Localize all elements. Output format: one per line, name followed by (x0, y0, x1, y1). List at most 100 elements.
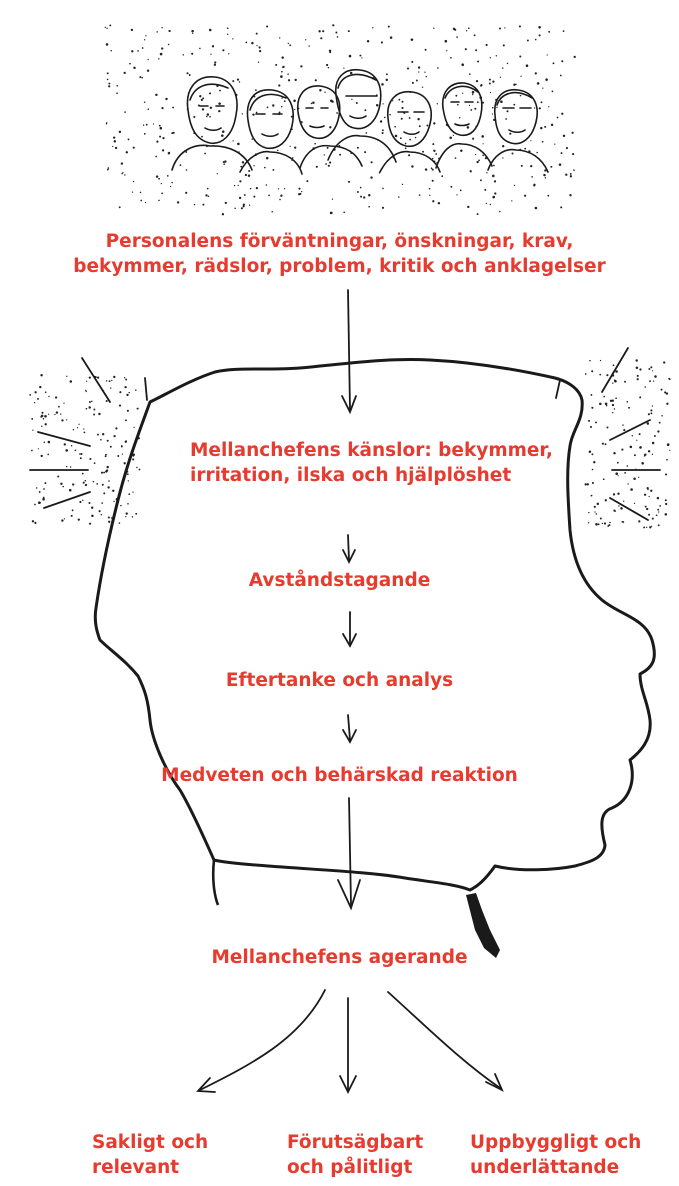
stipple-dot (511, 200, 512, 201)
stipple-dot (212, 45, 214, 47)
input-label-line-1: Personalens förväntningar, önskningar, k… (0, 229, 679, 254)
stipple-dot (282, 66, 284, 68)
stipple-dot (111, 380, 112, 381)
stipple-dot (161, 27, 162, 28)
stipple-dot (72, 509, 74, 511)
stipple-dot (66, 419, 67, 420)
stipple-dot (279, 199, 281, 201)
stipple-dot (125, 379, 127, 381)
stipple-dot (250, 188, 252, 190)
stipple-dot (407, 67, 409, 69)
stipple-dot (361, 57, 362, 58)
stipple-dot (542, 87, 543, 88)
stipple-dot (56, 411, 58, 413)
stipple-dot (650, 366, 652, 368)
input-label-line-2: bekymmer, rädslor, problem, kritik och a… (0, 254, 679, 279)
stipple-dot (425, 168, 427, 170)
stipple-dot (121, 162, 123, 164)
stipple-dot (103, 492, 105, 494)
stipple-dot (411, 165, 413, 167)
ear-lines-left-icon (30, 358, 147, 508)
stipple-dot (459, 117, 461, 119)
stipple-dot (298, 188, 300, 190)
stipple-dot (329, 126, 331, 128)
stipple-dot (127, 503, 129, 505)
crowd-of-faces-icon (172, 70, 548, 174)
stipple-dot (121, 446, 123, 448)
stipple-dot (481, 135, 484, 138)
stipple-dot (596, 513, 597, 514)
stipple-dot (614, 408, 615, 409)
stipple-dot (66, 376, 67, 377)
step-distance-label: Avståndstagande (0, 568, 679, 593)
stipple-dot (381, 41, 383, 43)
stipple-dot (348, 181, 350, 183)
stipple-dot (64, 518, 65, 519)
stipple-dot (191, 30, 194, 32)
stipple-dot (62, 486, 63, 487)
stipple-dot (382, 129, 384, 131)
stipple-dot (526, 64, 529, 67)
stipple-dot (60, 413, 61, 414)
stipple-dot (86, 408, 88, 410)
stipple-dot (124, 174, 125, 175)
stipple-dot (102, 433, 104, 435)
stipple-dot (630, 488, 633, 491)
stipple-dot (364, 109, 366, 111)
stipple-dot (612, 412, 613, 413)
stipple-dot (422, 87, 423, 88)
stipple-dot (402, 184, 403, 185)
stipple-dot (367, 40, 369, 42)
stipple-dot (648, 496, 649, 497)
stipple-dot (524, 195, 526, 197)
stipple-dot (110, 387, 111, 388)
stipple-dot (520, 76, 521, 77)
stipple-dot (608, 524, 610, 526)
stipple-dot (32, 429, 33, 430)
stipple-dot (533, 185, 535, 187)
stipple-dot (144, 101, 145, 102)
stipple-dot (255, 89, 257, 91)
stipple-dot (311, 103, 313, 105)
stipple-dot (139, 469, 141, 471)
stipple-dot (279, 111, 281, 113)
stipple-dot (266, 184, 267, 185)
stipple-dot (550, 166, 552, 168)
stipple-dot (467, 206, 469, 208)
stipple-dot (409, 139, 411, 141)
stipple-dot (245, 174, 247, 176)
stipple-dot (465, 48, 467, 50)
stipple-dot (492, 196, 495, 199)
stipple-dot (468, 27, 470, 29)
stipple-dot (162, 149, 164, 151)
stipple-dot (657, 509, 659, 511)
stipple-dot (415, 137, 416, 138)
stipple-dot (159, 125, 161, 127)
stipple-dot (232, 38, 233, 39)
stipple-dot (41, 455, 43, 457)
stipple-dot (284, 188, 285, 189)
stipple-dot (133, 147, 135, 149)
stipple-dot (132, 191, 133, 192)
outcome-2-line-1: Förutsägbart (287, 1130, 423, 1155)
stipple-dot (382, 103, 383, 104)
stipple-dot (636, 440, 637, 441)
output-arrows (198, 990, 502, 1092)
stipple-dot (322, 30, 324, 32)
stipple-dot (599, 374, 601, 376)
stipple-dot (170, 186, 171, 187)
stipple-dot (490, 204, 491, 205)
stipple-dot (585, 483, 587, 485)
stipple-dot (160, 127, 163, 130)
stipple-dot (653, 380, 654, 381)
stipple-dot (466, 30, 467, 31)
stipple-dot (106, 43, 109, 46)
stipple-dot (316, 166, 318, 168)
stipple-dot (132, 516, 133, 517)
stipple-dot (243, 203, 245, 205)
stipple-dot (449, 137, 452, 140)
stipple-dot (527, 40, 529, 42)
stipple-dot (75, 449, 77, 451)
stipple-dot (438, 202, 440, 204)
stipple-dot (665, 513, 668, 516)
